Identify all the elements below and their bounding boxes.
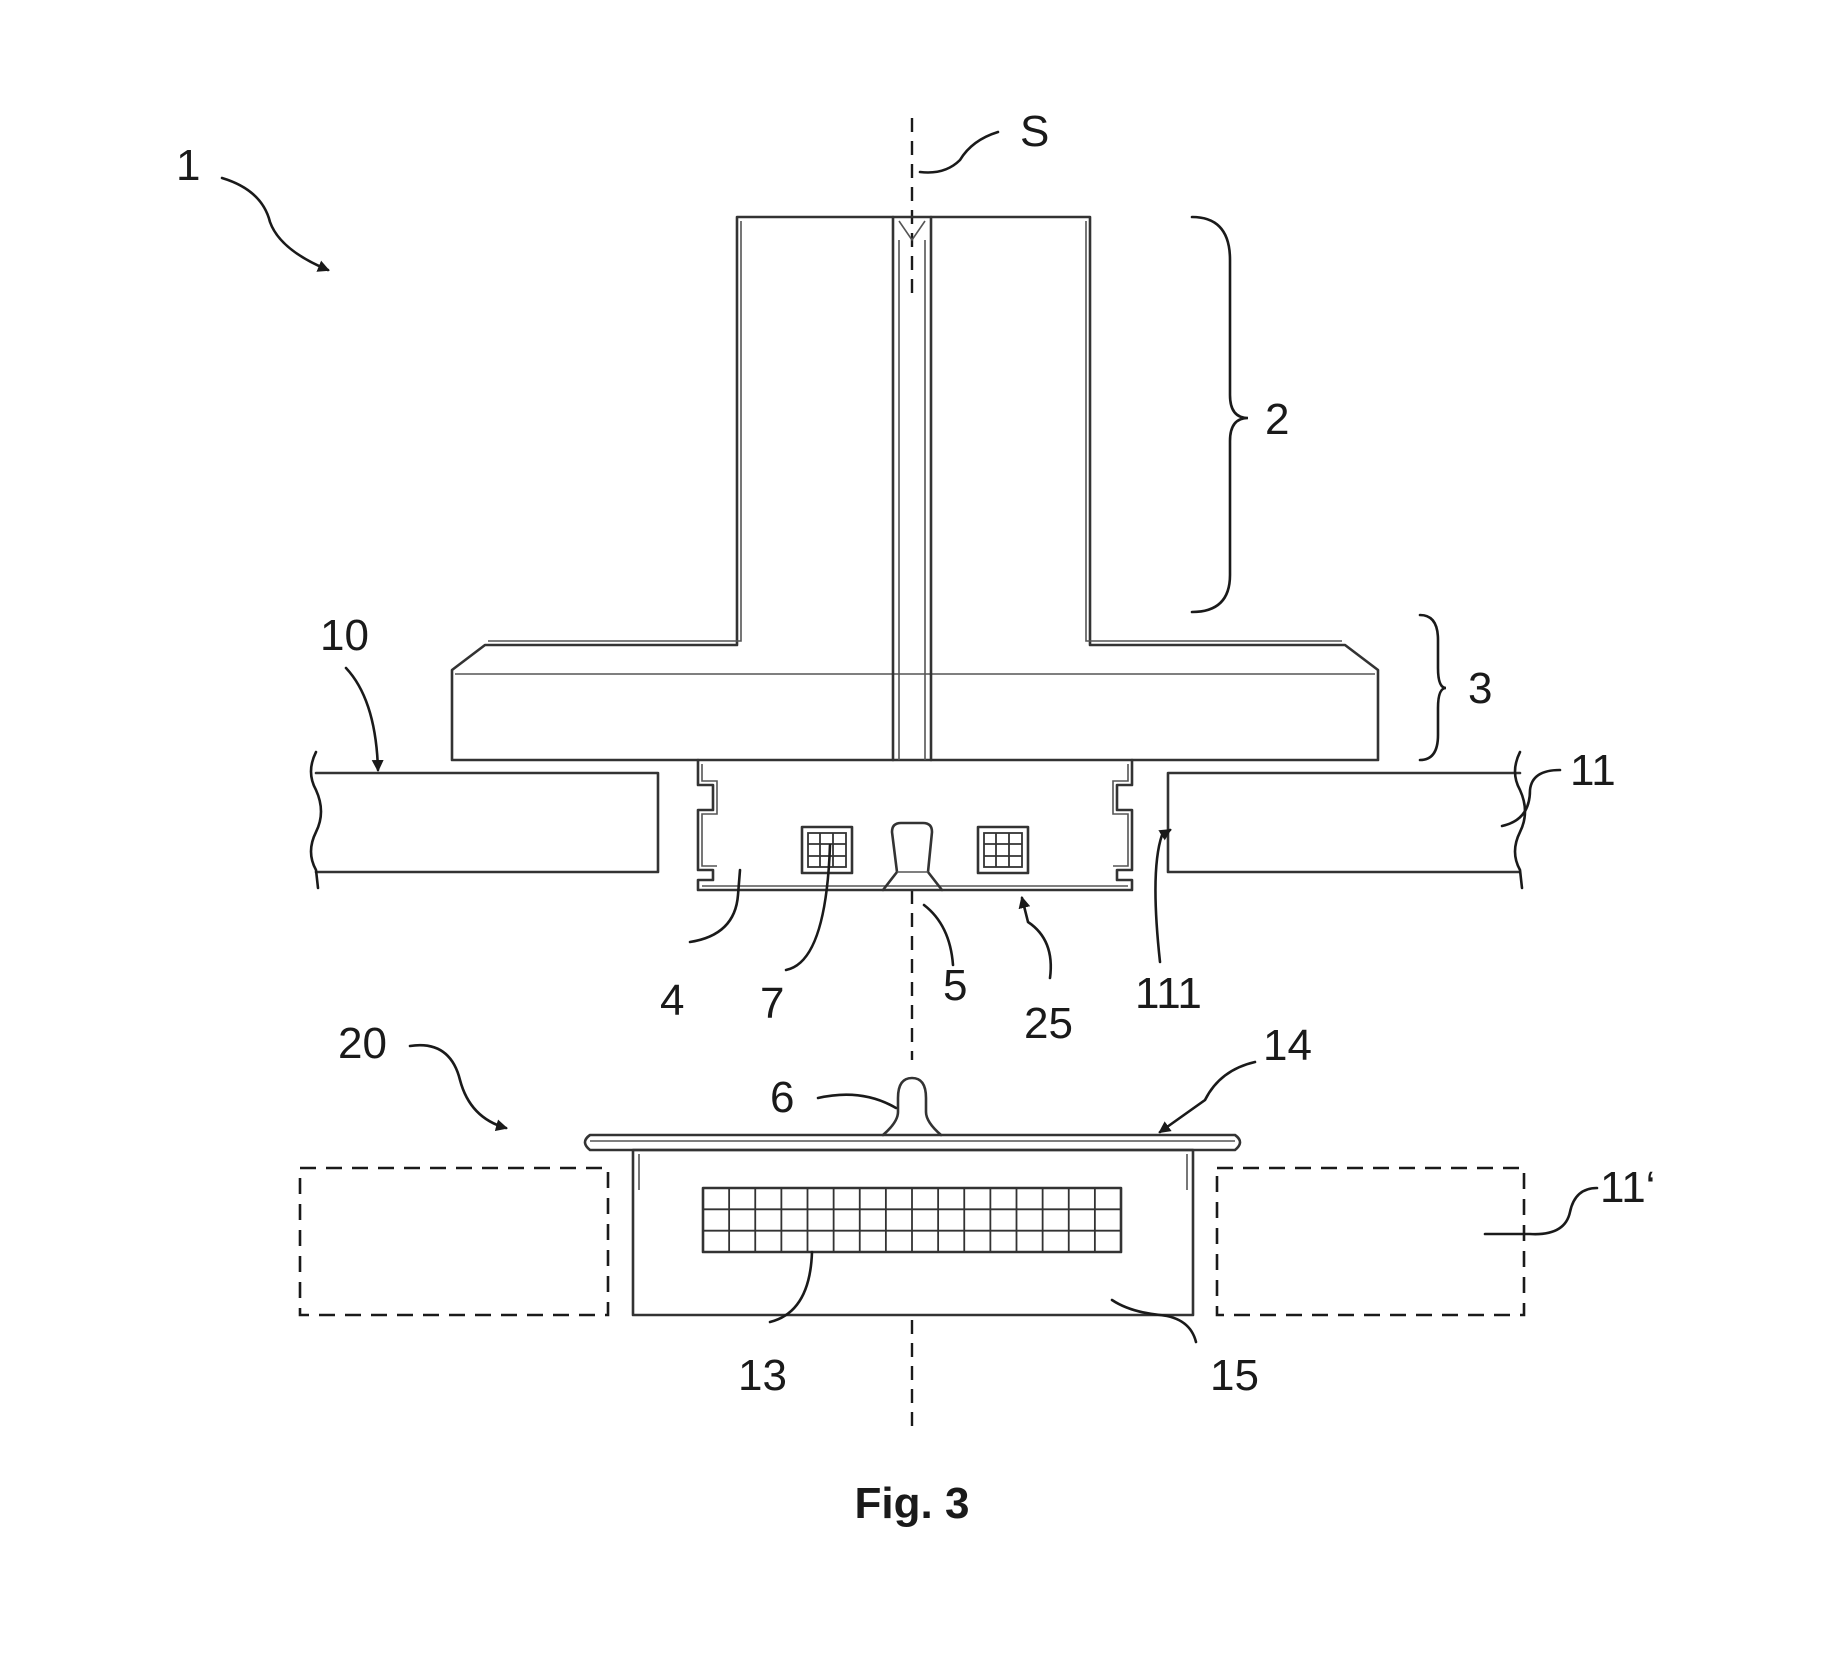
label-7: 7 (760, 979, 784, 1028)
coupling-socket (881, 821, 944, 892)
label-14: 14 (1263, 1021, 1312, 1070)
leader-lines (220, 130, 1599, 1344)
label-3: 3 (1468, 664, 1492, 713)
label-5: 5 (943, 961, 967, 1010)
brace-2 (1190, 215, 1249, 614)
label-11: 11 (1570, 746, 1616, 795)
label-4: 4 (660, 976, 684, 1025)
label-S: S (1020, 107, 1049, 156)
brace-3 (1418, 613, 1447, 762)
figure-caption: Fig. 3 (855, 1479, 970, 1528)
label-13: 13 (738, 1351, 787, 1400)
upper-body-part (450, 215, 1380, 762)
coil-right (976, 825, 1030, 875)
carrier-part (696, 758, 1134, 892)
label-111: 111 (1135, 969, 1202, 1018)
plate-right (1166, 750, 1527, 890)
label-20: 20 (338, 1019, 387, 1068)
label-2: 2 (1265, 395, 1289, 444)
label-6: 6 (770, 1073, 794, 1122)
label-1: 1 (176, 141, 200, 190)
coil-left (800, 825, 854, 875)
label-25: 25 (1024, 999, 1073, 1048)
dashed-plate-right (1215, 1166, 1526, 1317)
plate-left (309, 750, 660, 890)
dashed-plate-left (298, 1166, 610, 1317)
coil-grid (703, 1188, 1121, 1252)
label-10: 10 (320, 611, 369, 660)
label-11-prime: 11‘ (1600, 1163, 1655, 1212)
label-15: 15 (1210, 1351, 1259, 1400)
